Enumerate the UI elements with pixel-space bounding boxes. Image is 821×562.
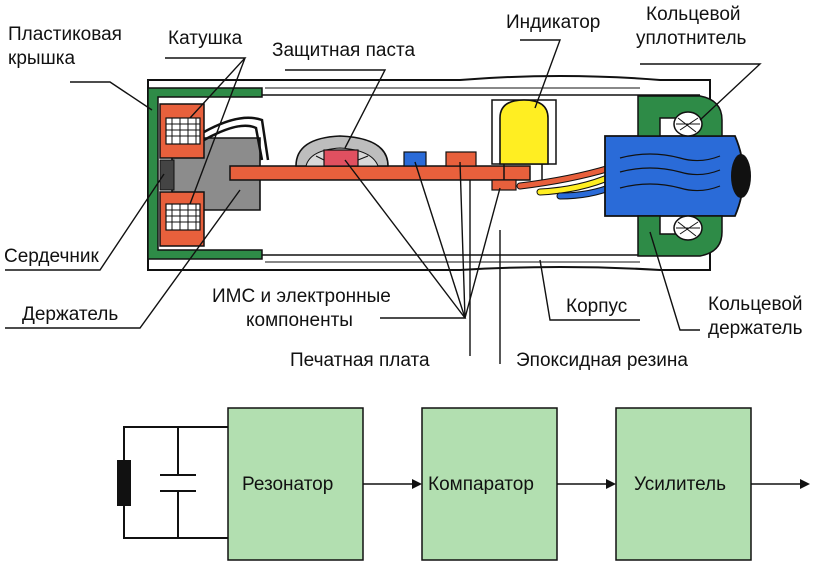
ring-seal [673,111,703,241]
block-amplifier-label: Усилитель [634,474,726,495]
lc-circuit [123,426,228,539]
printed-circuit-board [229,165,531,181]
component-blue [403,151,427,167]
protective-paste [295,135,389,167]
label-epoxy: Эпоксидная резина [516,350,688,371]
indicator-led [491,99,557,180]
label-plastic-cover-1: Пластиковая [8,24,122,45]
leader-lines [5,39,762,364]
block-resonator-label: Резонатор [242,474,333,495]
labels: Пластиковая крышка Катушка Защитная паст… [4,4,803,371]
cable [604,135,751,217]
component-under-pcb [491,179,517,191]
label-ring-holder-2: держатель [708,318,803,339]
core [159,159,175,191]
flow-arrows [363,479,810,489]
label-ring-seal-2: уплотнитель [636,28,747,49]
block-comparator-label: Компаратор [428,474,534,495]
label-protective-paste: Защитная паста [272,40,415,61]
block-diagram: Резонатор Компаратор Усилитель [117,407,810,561]
coil-upper [159,103,205,159]
plastic-cover [147,87,263,260]
block-resonator [227,407,364,561]
label-core: Сердечник [4,246,99,267]
block-amplifier [615,407,752,561]
label-housing: Корпус [566,296,627,317]
label-pcb: Печатная плата [290,350,430,371]
block-comparator [421,407,558,561]
label-ring-seal-1: Кольцевой [646,4,741,25]
component-red [445,151,477,167]
inductor-symbol [117,460,131,506]
label-ring-holder-1: Кольцевой [708,294,803,315]
label-coil: Катушка [168,28,243,49]
coil-lower [159,191,205,247]
label-ic-components-2: компоненты [246,310,353,331]
label-holder: Держатель [22,304,118,325]
coil-wires [203,116,270,161]
label-plastic-cover-2: крышка [8,48,76,69]
label-indicator: Индикатор [506,12,600,33]
label-ic-components-1: ИМС и электронные [212,286,391,307]
